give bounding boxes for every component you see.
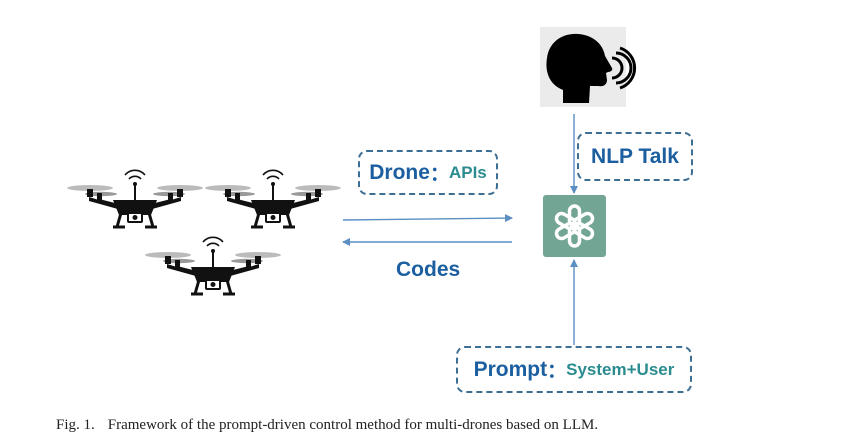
apis-label: APIs bbox=[448, 162, 487, 182]
speaking-head-icon bbox=[540, 27, 637, 107]
apis-arrow bbox=[342, 214, 513, 223]
prompt-separator: ： bbox=[547, 361, 567, 382]
drone-icon bbox=[143, 235, 283, 296]
drone-apis-label: Drone ： APIs bbox=[358, 150, 498, 195]
system-user-text: System+User bbox=[566, 359, 675, 379]
figure-number: Fig. 1. bbox=[56, 417, 95, 433]
drone-icon bbox=[65, 168, 205, 229]
drone-icon bbox=[203, 168, 343, 229]
prompt-text: Prompt bbox=[473, 357, 548, 381]
codes-label: Codes bbox=[396, 258, 461, 281]
figure-caption: Fig. 1. Framework of the prompt-driven co… bbox=[56, 417, 598, 434]
prompt-label: Prompt ： System+User bbox=[456, 346, 692, 393]
nlp-talk-label: NLP Talk bbox=[577, 132, 693, 181]
drone-label: Drone bbox=[369, 160, 430, 184]
drone-separator: ： bbox=[429, 164, 449, 185]
openai-logo-icon bbox=[543, 195, 606, 257]
caption-text: Framework of the prompt-driven control m… bbox=[107, 417, 599, 433]
nlp-talk-text: NLP Talk bbox=[591, 144, 679, 168]
